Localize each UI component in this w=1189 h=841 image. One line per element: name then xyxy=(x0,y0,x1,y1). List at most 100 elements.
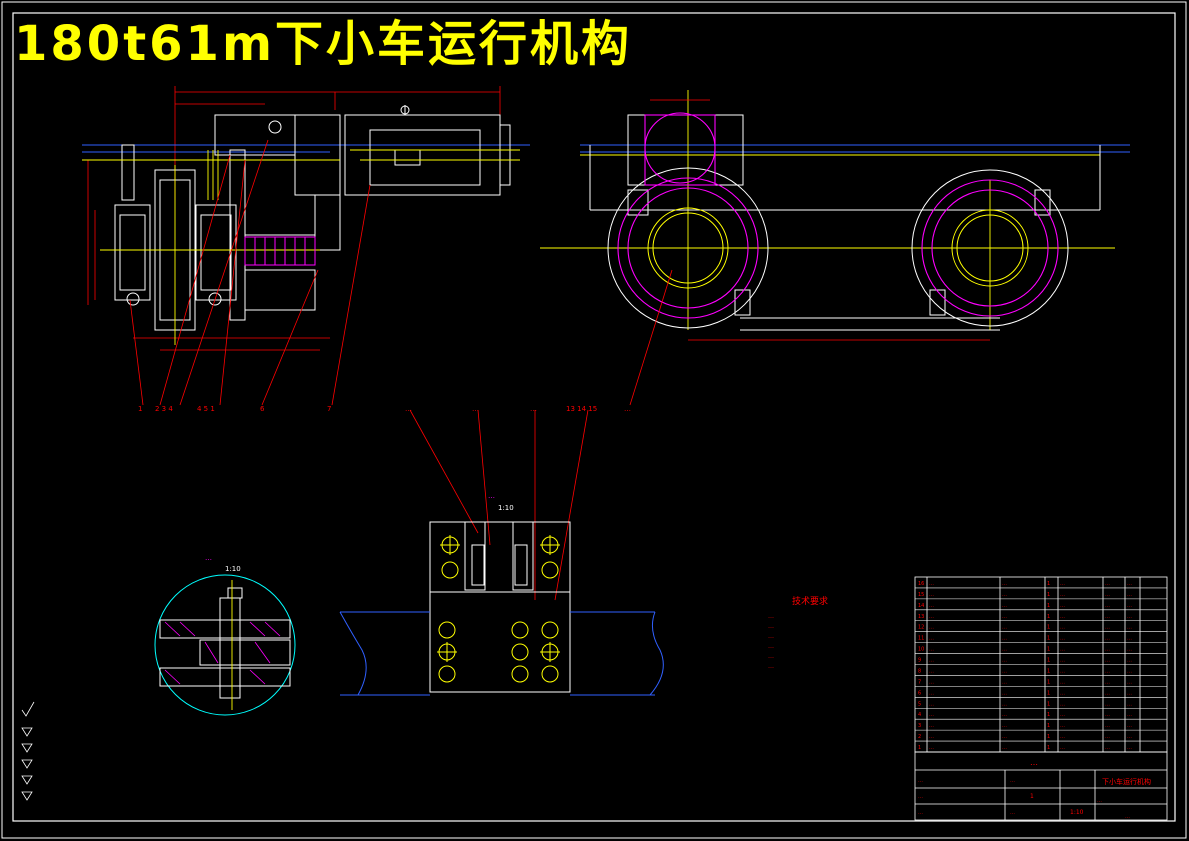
note-4: … xyxy=(768,643,774,650)
leader-lines xyxy=(129,139,673,601)
bom-cell: … xyxy=(1002,658,1007,664)
tb-cell-5: … xyxy=(1010,810,1015,816)
bom-cell: … xyxy=(1105,745,1110,751)
section-detail-label: … xyxy=(488,492,495,500)
bom-cell: … xyxy=(1002,690,1007,696)
bom-row-number: 10 xyxy=(918,647,924,653)
bom-cell: … xyxy=(1127,636,1132,642)
balloon-3: 4 5 1 xyxy=(197,405,215,413)
bom-cell: 1 xyxy=(1047,690,1050,696)
balloon-7: … xyxy=(472,405,479,413)
note-2: … xyxy=(768,623,774,630)
balloon-6: … xyxy=(405,405,412,413)
bom-cell: … xyxy=(1060,658,1065,664)
bom-row-number: 15 xyxy=(918,592,924,598)
bolt-detail-label: … xyxy=(205,554,212,562)
bom-cell: … xyxy=(1002,636,1007,642)
bom-cell: 1 xyxy=(1047,668,1050,674)
bom-cell: … xyxy=(1060,701,1065,707)
tech-notes: 技术要求 … … … … … … xyxy=(768,595,828,670)
bom-cell: … xyxy=(1002,734,1007,740)
bom-cell: 1 xyxy=(1047,701,1050,707)
bom-cell: 1 xyxy=(1047,734,1050,740)
bom-cell: … xyxy=(1060,668,1065,674)
balloon-5: 7 xyxy=(327,405,331,413)
bom-cell: 1 xyxy=(1047,658,1050,664)
bom-cell: … xyxy=(1060,614,1065,620)
balloon-2: 2 3 4 xyxy=(155,405,173,413)
bom-row-number: 9 xyxy=(918,658,921,664)
bom-row-number: 14 xyxy=(918,603,924,609)
bom-cell: … xyxy=(1060,712,1065,718)
bom-cell: … xyxy=(929,723,934,729)
bom-cell: … xyxy=(1105,603,1110,609)
bom-cell: … xyxy=(1127,734,1132,740)
bom-cell: … xyxy=(1127,603,1132,609)
bom-cell: … xyxy=(1105,712,1110,718)
bom-cell: … xyxy=(1105,668,1110,674)
section-detail-scale: 1:10 xyxy=(498,504,514,512)
note-1: … xyxy=(768,613,774,620)
page-title: 180t61m下小车运行机构 xyxy=(14,16,632,72)
bom-cell: … xyxy=(1127,701,1132,707)
bom-row-number: 1 xyxy=(918,745,921,751)
bom-cell: … xyxy=(929,690,934,696)
balloon-1: 1 xyxy=(138,405,142,413)
bom-cell: … xyxy=(929,614,934,620)
bom-cell: … xyxy=(929,592,934,598)
title-block xyxy=(914,751,1168,821)
bom-cell: 1 xyxy=(1047,603,1050,609)
bom-cell: 1 xyxy=(1047,625,1050,631)
front-view xyxy=(540,90,1130,341)
tb-cell-1: … xyxy=(918,778,923,784)
bom-cell: … xyxy=(1002,668,1007,674)
bom-row-number: 11 xyxy=(918,636,924,642)
bom-row-number: 8 xyxy=(918,668,921,674)
drawing-scale: 1:10 xyxy=(1070,809,1084,816)
bom-cell: … xyxy=(929,679,934,685)
bom-cell: 1 xyxy=(1047,745,1050,751)
bolt-detail-scale: 1:10 xyxy=(225,565,241,573)
drawing-number: … xyxy=(1097,798,1102,804)
bom-row-number: 12 xyxy=(918,625,924,631)
bom-row-number: 5 xyxy=(918,701,921,707)
bom-cell: … xyxy=(929,668,934,674)
bom-row-number: 6 xyxy=(918,690,921,696)
bom-cell: 1 xyxy=(1047,679,1050,685)
bom-cell: … xyxy=(1105,658,1110,664)
bom-cell: … xyxy=(1105,723,1110,729)
bom-cell: … xyxy=(1127,712,1132,718)
bom-cell: … xyxy=(1060,679,1065,685)
bom-cell: … xyxy=(929,647,934,653)
bom-cell: … xyxy=(1002,581,1007,587)
bom-cell: … xyxy=(929,581,934,587)
bom-cell: … xyxy=(929,625,934,631)
bom-cell: … xyxy=(1105,647,1110,653)
bom-cell: … xyxy=(1127,614,1132,620)
bom-cell: … xyxy=(1002,679,1007,685)
note-6: … xyxy=(768,663,774,670)
bom-cell: … xyxy=(1002,614,1007,620)
bom-cell: … xyxy=(929,712,934,718)
balloon-4: 6 xyxy=(260,405,265,413)
bom-cell: 1 xyxy=(1047,592,1050,598)
tb-cell-4: … xyxy=(1010,778,1015,784)
tb-cell-2: … xyxy=(918,794,923,800)
bom-cell: … xyxy=(1105,690,1110,696)
bom-cell: … xyxy=(1105,614,1110,620)
bom-cell: … xyxy=(1060,723,1065,729)
inner-frame xyxy=(12,12,1176,822)
bom-cell: … xyxy=(929,658,934,664)
section-detail: … 1:10 xyxy=(339,492,664,696)
bom-cell: 1 xyxy=(1047,647,1050,653)
bom-cell: … xyxy=(1002,647,1007,653)
bom-cell: … xyxy=(1002,723,1007,729)
bom-cell: … xyxy=(1127,658,1132,664)
title-block-text: … 下小车运行机构 … 1:10 1 … … … … … … xyxy=(918,758,1151,820)
bom-cell: … xyxy=(1060,690,1065,696)
bom-cell: … xyxy=(1127,679,1132,685)
bom-cell: … xyxy=(1060,581,1065,587)
bom-cell: … xyxy=(1060,625,1065,631)
bom-cell: … xyxy=(1105,625,1110,631)
